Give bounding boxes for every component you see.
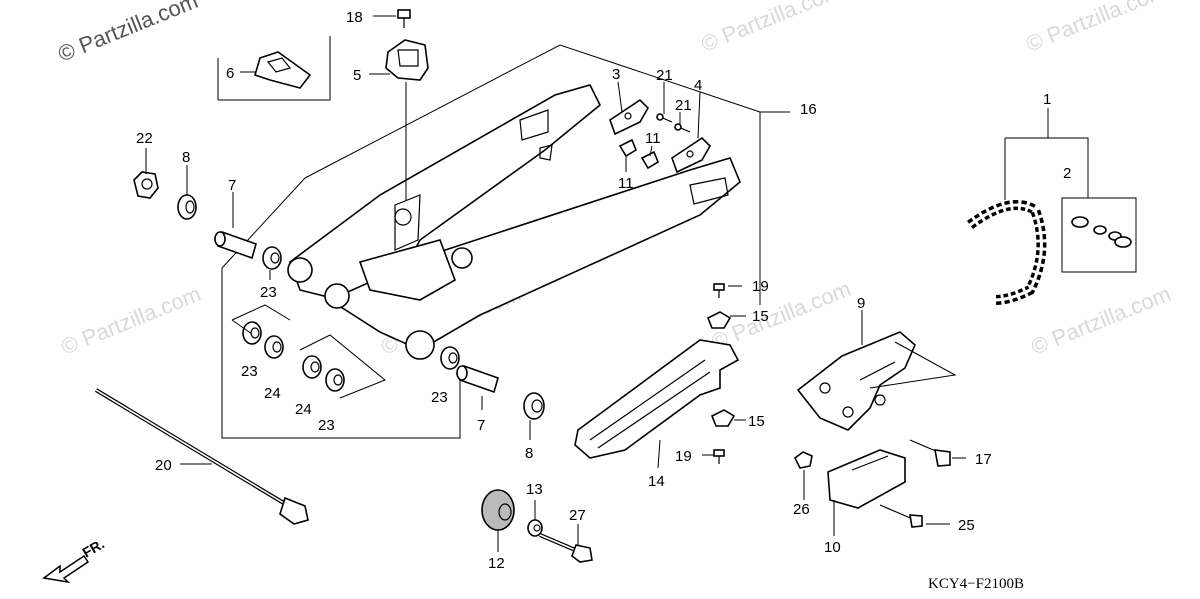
chain-bracket [1004,108,1089,200]
part-label-16: 16 [800,101,817,118]
diagram-code: KCY4−F2100B [928,576,1024,592]
bearing-callout-lines [231,304,386,399]
part-17-bolt [909,439,951,467]
part-label-23: 23 [431,389,448,406]
part-label-7: 7 [477,417,485,434]
part-2-master-link [1071,216,1132,248]
part-label-26: 26 [793,501,810,518]
part-1-drive-chain [967,200,1047,305]
part-8-seal-right [523,392,545,420]
part-label-8: 8 [182,149,190,166]
part-21-bolt [656,113,673,123]
leader-lines [145,15,966,552]
part-19-screw [713,449,725,464]
part-label-24: 24 [264,385,281,402]
part-12-roller [481,489,515,531]
part-6-clamp [254,51,312,89]
watermark: © Partzilla.com [698,0,845,57]
part-label-18: 18 [346,9,363,26]
part-14-chain-slider [574,339,740,459]
part-label-25: 25 [958,517,975,534]
part-23-bearing [242,321,262,345]
part-label-21: 21 [656,67,673,84]
part-22-nut [133,171,159,199]
part-label-13: 13 [526,481,543,498]
part-label-6: 6 [226,65,234,82]
part-label-17: 17 [975,451,992,468]
watermark: © Partzilla.com [58,281,205,360]
part-15-collar [710,409,736,427]
part-label-8: 8 [525,445,533,462]
part-label-23: 23 [260,284,277,301]
part-10-guide-block [827,449,906,509]
part-label-19: 19 [752,278,769,295]
part-label-3: 3 [612,66,620,83]
part-24-seal [264,335,284,359]
part-label-21: 21 [675,97,692,114]
part-label-19: 19 [675,448,692,465]
part-8-seal-left [177,194,197,220]
swingarm [287,84,741,360]
master-link-box [1061,197,1137,273]
part-21-bolt [674,123,691,133]
part-27-bolt [539,533,593,563]
watermark: © Partzilla.com [55,0,202,67]
part-9-callout [861,310,957,389]
part-23-bearing [440,346,460,370]
part-11-bolt [618,138,637,158]
part-labels: 1 2 3 4 5 6 7 7 8 8 9 10 11 11 12 13 14 … [136,9,1071,572]
watermark: © Partzilla.com [1023,0,1170,57]
part-3-adjuster-plate [609,98,649,136]
part-24-seal [302,355,322,379]
part-label-10: 10 [824,539,841,556]
part-13-washer [527,519,543,537]
part-label-23: 23 [318,417,335,434]
part-label-7: 7 [228,177,236,194]
part-4-adjuster-plate [671,136,711,174]
part-6-callout-box [217,36,331,101]
part-label-20: 20 [155,457,172,474]
watermark: © Partzilla.com [1028,281,1175,360]
part-7-collar-left [214,230,257,260]
part-23-bearing [262,246,282,270]
part-25-bolt [879,504,923,528]
part-26-nut [793,451,813,469]
part-9-chain-guide [796,331,916,431]
part-label-15: 15 [752,308,769,325]
watermark: © Partzilla.com [708,276,855,355]
part-19-screw [713,283,725,298]
part-23-bearing [325,368,345,392]
part-18-bolt [397,9,411,28]
part-label-2: 2 [1063,165,1071,182]
swingarm-assembly-bracket [221,44,790,439]
front-direction-indicator: FR. [42,535,107,584]
part-label-27: 27 [569,507,586,524]
part-label-24: 24 [295,401,312,418]
part-7-collar-right [456,364,499,394]
part-15-collar [706,311,732,329]
part-label-4: 4 [694,77,702,94]
part-label-23: 23 [241,363,258,380]
part-label-12: 12 [488,555,505,572]
front-arrow-icon [42,554,90,584]
part-label-15: 15 [748,413,765,430]
part-label-14: 14 [648,473,665,490]
part-label-1: 1 [1043,91,1051,108]
part-5-clamp [385,39,429,81]
part-label-11: 11 [618,175,634,192]
part-label-11: 11 [645,130,661,147]
part-label-9: 9 [857,295,865,312]
part-label-5: 5 [353,67,361,84]
part-label-22: 22 [136,130,153,147]
part-20-pivot-bolt [94,388,309,525]
